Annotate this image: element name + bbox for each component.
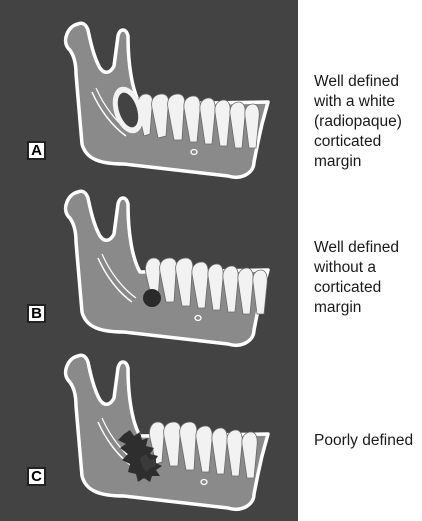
description-b-line: without a — [314, 259, 377, 276]
description-c-line: Poorly defined — [314, 432, 414, 449]
description-a-line: margin — [314, 153, 362, 170]
description-a-line: with a white — [314, 93, 395, 110]
mandible-diagram-a — [63, 21, 270, 179]
description-a-line: (radiopaque) — [314, 113, 402, 130]
description-a: Well defined with a white (radiopaque) c… — [314, 72, 402, 172]
label-c: C — [27, 467, 46, 486]
description-b-line: Well defined — [314, 239, 400, 256]
description-c: Poorly defined — [314, 431, 413, 451]
mandible-diagram-b — [63, 189, 270, 347]
label-b: B — [27, 304, 46, 323]
description-b-line: corticated — [314, 279, 382, 296]
mandible-diagram-c — [63, 353, 270, 511]
description-b-line: margin — [314, 299, 362, 316]
description-a-line: Well defined — [314, 73, 400, 90]
description-b: Well defined without a corticated margin — [314, 238, 399, 318]
description-a-line: corticated — [314, 133, 382, 150]
label-a: A — [27, 141, 46, 160]
